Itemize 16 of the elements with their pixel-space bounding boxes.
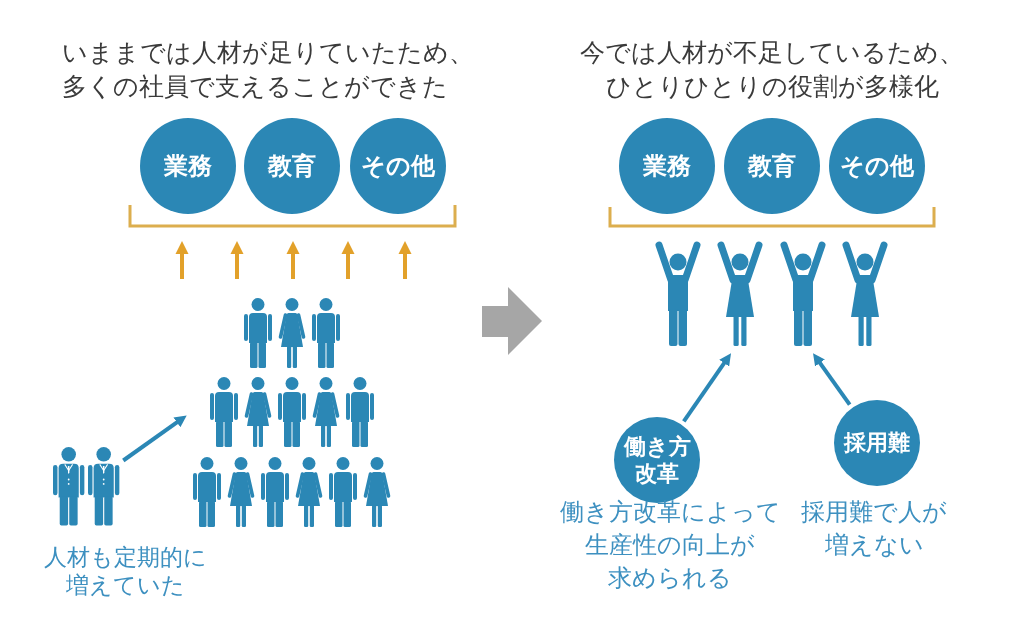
- circle-label: 業務: [643, 151, 691, 181]
- circle-label: その他: [361, 151, 435, 181]
- node-label: 採用難で人が増えない: [800, 497, 948, 561]
- heading: いままでは人材が足りていたため、多くの社員で支えることができた: [62, 37, 475, 103]
- circle-label: 働き方改革: [622, 432, 692, 488]
- node-label: 働き方改革によって生産性の向上が求められる: [558, 497, 782, 594]
- circle-label: 教育: [748, 151, 796, 181]
- node-label: 人材も定期的に増えていた: [42, 543, 208, 599]
- arrow: [122, 415, 187, 463]
- arrow: [682, 353, 731, 423]
- circle-label: 教育: [268, 151, 316, 181]
- circle-label: その他: [840, 151, 914, 181]
- circle-label: 業務: [164, 151, 212, 181]
- arrow: [813, 353, 852, 406]
- heading: 今では人材が不足しているため、ひとりひとりの役割が多様化: [579, 37, 965, 103]
- circle-label: 採用難: [844, 429, 910, 457]
